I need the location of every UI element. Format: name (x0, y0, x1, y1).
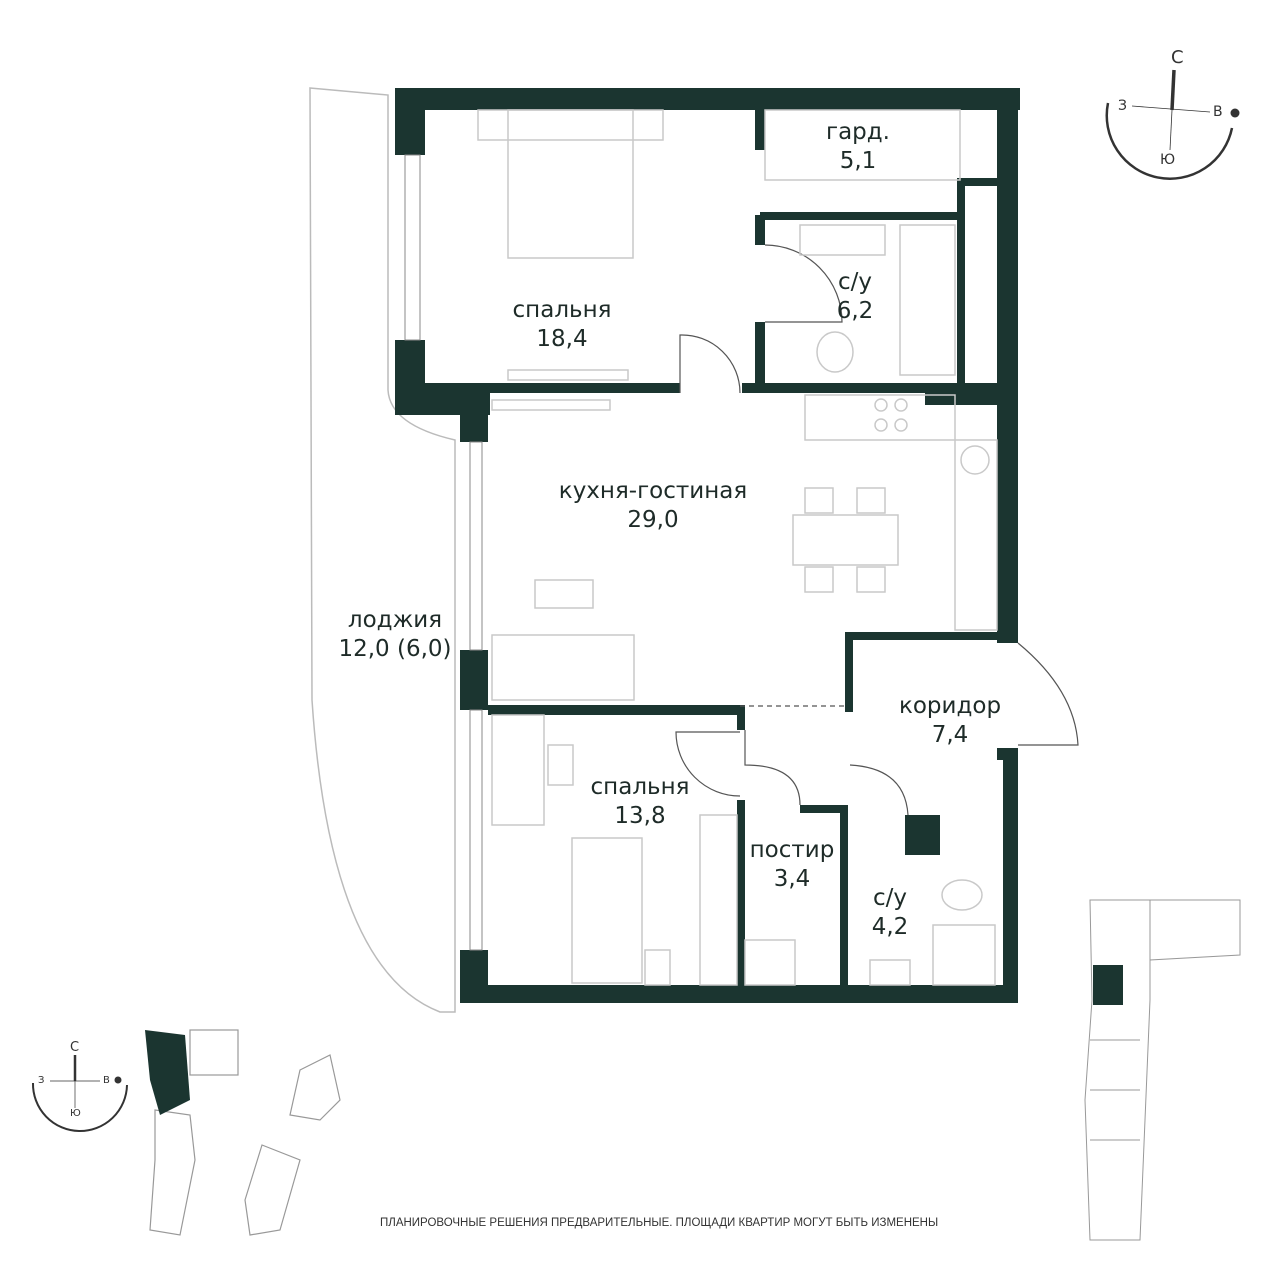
sink (799, 224, 886, 256)
chair (547, 744, 574, 786)
wall-pillar (460, 650, 488, 710)
bathtub (899, 224, 956, 376)
toilet-2 (941, 879, 983, 911)
bed-single (571, 837, 643, 984)
wall-bed2-top (488, 705, 740, 715)
wall-wardrobe-bottom (760, 212, 960, 220)
wall-bed2-right (737, 705, 745, 730)
desk (491, 714, 545, 826)
loggia-outline (309, 87, 456, 1013)
wall-laundry-top (800, 805, 845, 813)
wall-corridor-top (845, 632, 1000, 640)
furniture (477, 109, 998, 986)
wall-shaft-left (957, 178, 965, 388)
compass-large (1105, 69, 1240, 180)
wall-bath2-left (840, 805, 848, 990)
kitchen-counter (804, 394, 956, 441)
windows (404, 154, 483, 951)
wall-bed2-right-low (737, 800, 745, 990)
washing-machine (744, 939, 796, 986)
wall-bath1-left (755, 110, 765, 150)
wall-right-bottom (1003, 755, 1018, 1003)
shower (932, 924, 996, 986)
compass-small-west-label: З (38, 1075, 45, 1086)
tv-stand (491, 399, 611, 411)
compass-small (31, 1055, 128, 1132)
compass-small-south-label: Ю (70, 1108, 81, 1119)
compass-south-label: Ю (1160, 152, 1176, 168)
doors (675, 244, 1079, 816)
compass-small-north-label: С (70, 1040, 80, 1055)
room-label-wardrobe: гард.5,1 (826, 119, 890, 174)
sofa (491, 634, 635, 701)
wall-bath1-left-bottom (755, 322, 765, 392)
disclaimer: ПЛАНИРОВОЧНЫЕ РЕШЕНИЯ ПРЕДВАРИТЕЛЬНЫЕ. П… (380, 1217, 939, 1229)
toilet (816, 331, 854, 373)
site-plan (145, 1029, 341, 1236)
walls (395, 88, 1020, 1003)
wall-bottom (460, 985, 1018, 1003)
compass-small-east-label: В (103, 1075, 110, 1086)
wall-corridor-left (845, 632, 853, 712)
building-plan (1084, 899, 1241, 1241)
dining-table (792, 514, 899, 566)
bed-double (507, 109, 634, 259)
coffee-table (534, 579, 594, 609)
wall-bath1-left-low (755, 215, 765, 245)
compass-west-label: З (1118, 98, 1127, 114)
wall-left-bottom (460, 950, 488, 1003)
wall-shaft (957, 178, 999, 186)
closet (699, 814, 738, 986)
wardrobe-unit (764, 109, 961, 181)
wall-bed1-bottom (425, 383, 680, 393)
compass-east-label: В (1213, 104, 1223, 120)
wall-right-upper (997, 88, 1018, 643)
wall-bath2-box (905, 815, 940, 855)
wall-left-top (395, 88, 425, 155)
compass-north-label: С (1171, 47, 1184, 68)
wall-bed1-bottom-right (742, 383, 932, 393)
wall-top (395, 88, 1020, 110)
wall-kitchen-top (925, 383, 1000, 405)
kitchen-sink (960, 445, 990, 475)
stove-burner (874, 398, 888, 412)
wall-living-left-top (460, 400, 488, 442)
